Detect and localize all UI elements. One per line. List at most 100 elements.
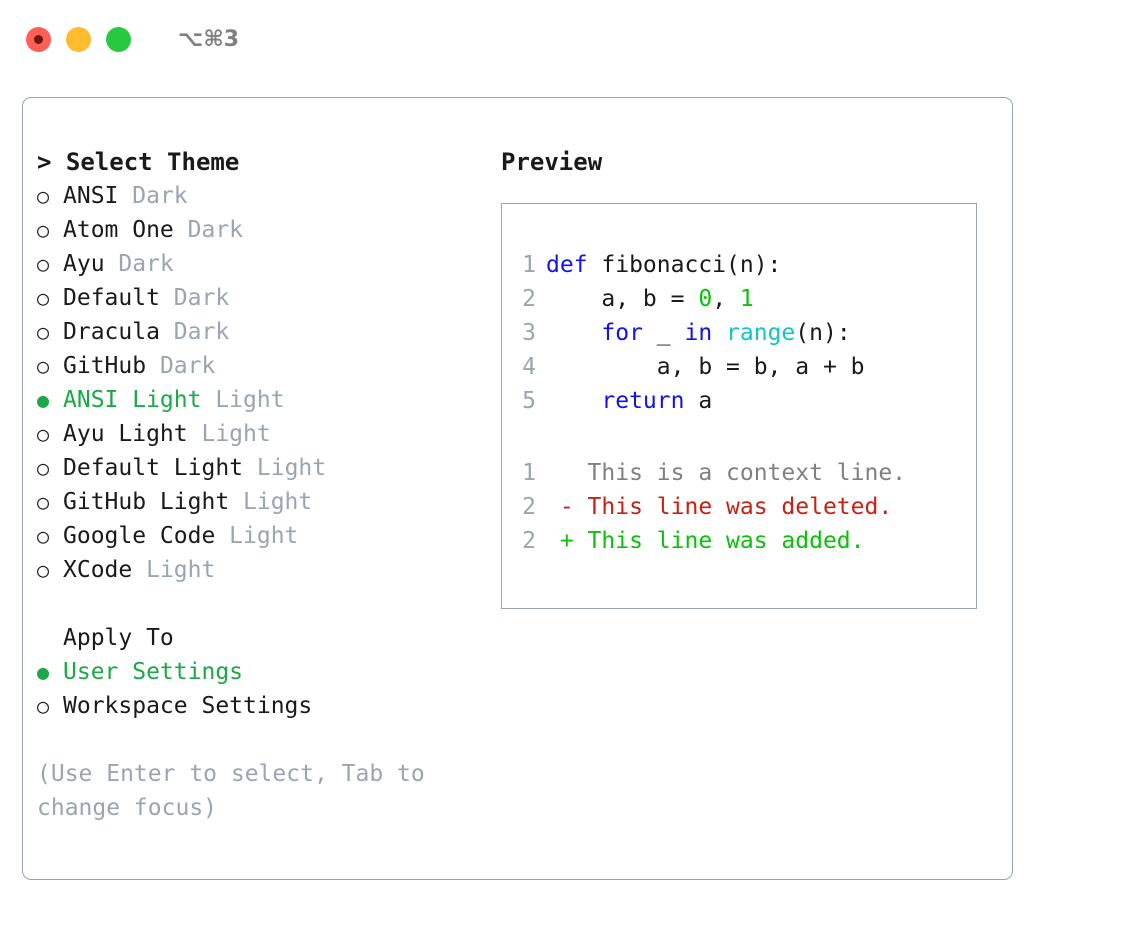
theme-variant: Light — [243, 489, 313, 515]
theme-list-column: > Select Theme ○ANSI Dark○Atom One Dark○… — [37, 145, 477, 825]
radio-unselected-icon[interactable]: ○ — [37, 524, 50, 548]
diff-line: 2 - This line was deleted. — [518, 490, 976, 524]
diff-marker — [546, 460, 588, 486]
theme-list-item[interactable]: ○XCode Light — [37, 553, 477, 587]
line-number: 5 — [522, 388, 536, 414]
theme-variant: Dark — [132, 183, 188, 209]
theme-list-item[interactable]: ○ GitHub Light Light — [37, 485, 477, 519]
theme-name: GitHub Light — [63, 489, 244, 515]
radio-unselected-icon[interactable]: ○ — [37, 184, 50, 208]
code-token — [546, 320, 601, 346]
apply-to-list[interactable]: ●User Settings○Workspace Settings — [37, 655, 477, 723]
code-token: , — [712, 286, 740, 312]
radio-unselected-icon[interactable]: ○ — [37, 252, 50, 276]
theme-list-item[interactable]: ○ GitHub Dark — [37, 349, 477, 383]
theme-selector-panel: > Select Theme ○ANSI Dark○Atom One Dark○… — [22, 97, 1013, 880]
line-number: 1 — [522, 460, 536, 486]
radio-unselected-icon[interactable]: ○ — [37, 286, 50, 310]
code-line: 3 for _ in range(n): — [518, 316, 976, 350]
line-number: 2 — [522, 494, 536, 520]
theme-variant: Dark — [118, 251, 174, 277]
maximize-button[interactable] — [106, 26, 131, 52]
theme-list-item[interactable]: ○Ayu Light Light — [37, 417, 477, 451]
diff-text: This line was added. — [587, 528, 865, 554]
diff-text: This line was deleted. — [587, 494, 893, 520]
theme-variant: Dark — [159, 353, 216, 379]
code-line: 1 def fibonacci(n): — [518, 248, 976, 282]
traffic-lights — [26, 26, 131, 52]
line-number: 2 — [522, 528, 536, 554]
radio-unselected-icon[interactable]: ○ — [37, 490, 50, 514]
radio-unselected-icon[interactable]: ○ — [37, 354, 50, 378]
code-diff-separator — [518, 418, 976, 456]
minimize-button[interactable] — [66, 26, 91, 52]
theme-name: ANSI — [63, 183, 133, 209]
code-token: a, b = b, a + b — [546, 354, 865, 380]
code-token: (n): — [795, 320, 851, 346]
select-theme-heading: > Select Theme — [37, 148, 240, 176]
theme-list-item[interactable]: ○ Google Code Light — [37, 519, 477, 553]
diff-line: 1 This is a context line. — [518, 456, 976, 490]
theme-name: Default Light — [63, 455, 257, 481]
code-token: in — [684, 320, 713, 346]
radio-unselected-icon[interactable]: ○ — [37, 422, 50, 446]
diff-text: This is a context line. — [587, 460, 907, 486]
code-token: for — [601, 320, 643, 346]
theme-name: Atom One — [63, 217, 188, 243]
radio-unselected-icon[interactable]: ○ — [37, 694, 50, 718]
diff-marker: - — [546, 494, 588, 520]
theme-list-item[interactable]: ○Atom One Dark — [37, 213, 477, 247]
code-token: def — [546, 252, 588, 278]
close-button[interactable] — [26, 26, 51, 52]
code-token — [712, 320, 726, 346]
theme-variant: Light — [215, 387, 285, 413]
theme-variant: Dark — [173, 285, 230, 311]
theme-list-item[interactable]: ● ANSI Light Light — [37, 383, 477, 417]
theme-name: Google Code — [63, 523, 230, 549]
radio-unselected-icon[interactable]: ○ — [37, 558, 50, 582]
diff-line: 2 + This line was added. — [518, 524, 976, 558]
theme-variant: Light — [256, 455, 327, 481]
help-text: (Use Enter to select, Tab to change focu… — [37, 761, 425, 821]
apply-to-item[interactable]: ○Workspace Settings — [37, 689, 477, 723]
code-token: return — [601, 388, 685, 414]
code-line: 4 a, b = b, a + b — [518, 350, 976, 384]
apply-to-item[interactable]: ●User Settings — [37, 655, 477, 689]
theme-name: Dracula — [63, 319, 174, 345]
theme-name: ANSI Light — [63, 387, 216, 413]
code-token: range — [726, 320, 796, 346]
theme-name: GitHub — [63, 353, 160, 379]
code-token: a — [684, 388, 713, 414]
code-token: _ — [642, 320, 685, 346]
radio-selected-icon[interactable]: ● — [37, 660, 50, 684]
code-line: 5 return a — [518, 384, 976, 418]
code-line: 2 a, b = 0, 1 — [518, 282, 976, 316]
theme-variant: Dark — [173, 319, 230, 345]
radio-unselected-icon[interactable]: ○ — [37, 456, 50, 480]
diff-marker: + — [546, 528, 588, 554]
radio-unselected-icon[interactable]: ○ — [37, 320, 50, 344]
radio-unselected-icon[interactable]: ○ — [37, 218, 50, 242]
theme-list-item[interactable]: ○ Ayu Dark — [37, 247, 477, 281]
window-titlebar: ⌥⌘3 — [0, 0, 1140, 78]
theme-list[interactable]: ○ ANSI Dark ○ Atom One Dark ○ Ayu Dark ○ Defaul… — [37, 179, 477, 587]
theme-list-item[interactable]: ○ Default Dark — [37, 281, 477, 315]
code-token: fibonacci(n): — [587, 252, 782, 278]
line-number: 3 — [522, 320, 536, 346]
theme-variant: Light — [201, 421, 271, 447]
line-number: 1 — [522, 252, 536, 278]
theme-name: Default — [63, 285, 174, 311]
theme-variant: Light — [229, 523, 299, 549]
theme-name: XCode — [63, 557, 147, 583]
code-token — [546, 388, 601, 414]
diff-sample: 1 This is a context line.2 - This line w… — [518, 456, 976, 558]
radio-selected-icon[interactable]: ● — [37, 388, 50, 412]
theme-list-item[interactable]: ○ ANSI Dark — [37, 179, 477, 213]
theme-list-item[interactable]: ○ Dracula Dark — [37, 315, 477, 349]
line-number: 2 — [522, 286, 536, 312]
theme-list-item[interactable]: ○ Default Light Light — [37, 451, 477, 485]
theme-name: Ayu — [63, 251, 119, 277]
